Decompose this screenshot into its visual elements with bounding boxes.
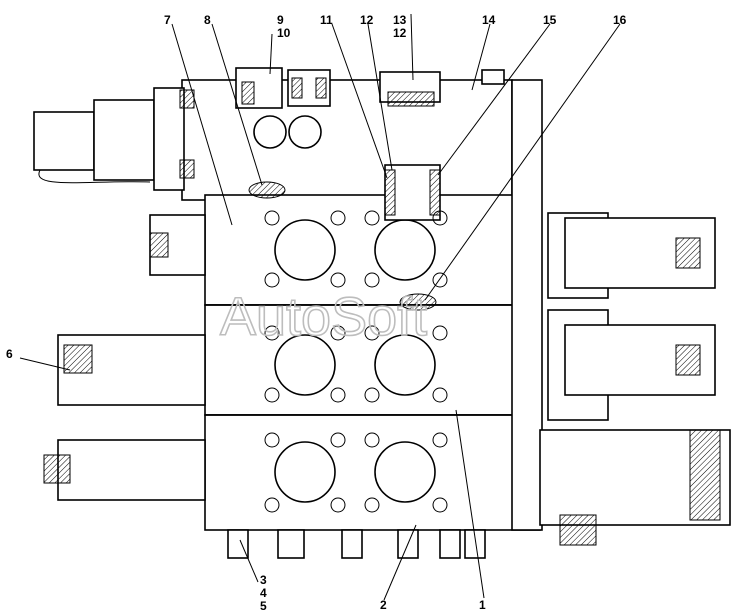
callout-4: 4 — [260, 586, 267, 600]
callout-3: 3 — [260, 573, 267, 587]
right-caps — [539, 212, 731, 546]
callout-15: 15 — [543, 13, 557, 27]
bolt-holes — [264, 210, 448, 513]
watermark-text: AutoSoft — [220, 287, 427, 347]
callout-11: 11 — [320, 13, 333, 27]
callout-2: 2 — [380, 598, 387, 612]
callout-1: 1 — [479, 598, 486, 612]
callout-10: 10 — [277, 26, 291, 40]
callout-16: 16 — [613, 13, 627, 27]
callout-8: 8 — [204, 13, 211, 27]
callout-9: 9 — [277, 13, 284, 27]
callout-12-top: 12 — [360, 13, 374, 27]
callout-12-side: 12 — [393, 26, 407, 40]
callout-5: 5 — [260, 599, 267, 613]
callout-14: 14 — [482, 13, 496, 27]
callout-labels: 7 8 9 10 11 12 13 12 14 15 16 6 3 4 5 2 … — [6, 13, 627, 613]
leader-lines — [19, 13, 621, 601]
bottom-fittings — [227, 529, 486, 559]
callout-7: 7 — [164, 13, 171, 27]
top-fittings — [235, 67, 505, 109]
callout-6: 6 — [6, 347, 13, 361]
left-solenoid — [33, 87, 195, 191]
callout-13: 13 — [393, 13, 407, 27]
valve-block-body — [181, 79, 543, 531]
left-caps — [43, 214, 206, 501]
